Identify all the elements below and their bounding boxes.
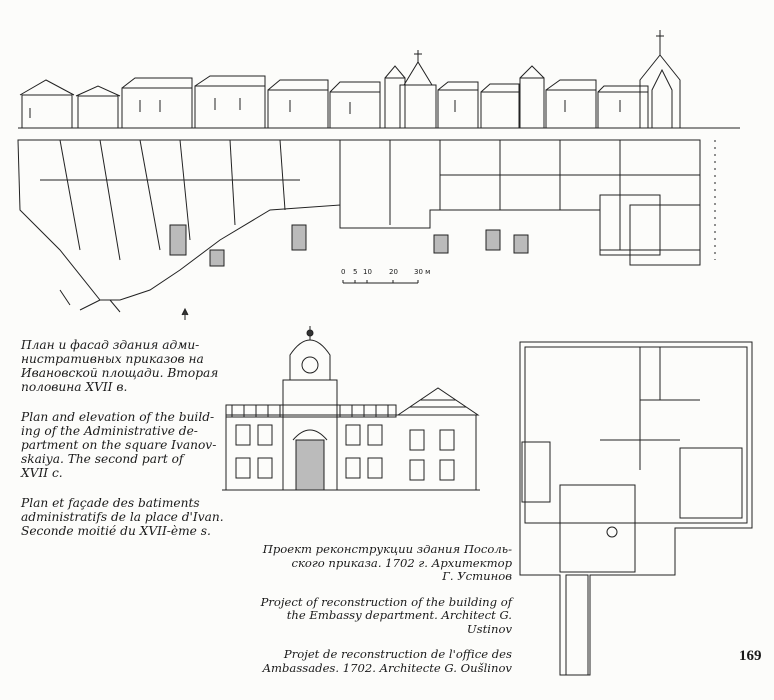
- scale-label: 20: [389, 268, 398, 276]
- caption-line: Plan and elevation of the build-: [21, 410, 215, 424]
- scale-bar: 0 5 10 20 30 м: [340, 268, 440, 288]
- north-arrow-icon: [181, 307, 189, 320]
- caption-line: administratifs de la place d'Ivan.: [21, 510, 224, 524]
- facade-drawing: [222, 326, 480, 491]
- caption-line: нистративных приказов на: [21, 352, 204, 366]
- caption-line: Ustinov: [466, 621, 512, 636]
- caption-line: Ambassades. 1702. Architecte G. Oušlinov: [262, 660, 512, 675]
- caption-line: skaiya. The second part of: [21, 452, 184, 466]
- page-number: 169: [739, 648, 762, 664]
- caption-line: Ивановской площади. Вторая: [21, 366, 219, 380]
- scale-label: 5: [353, 268, 358, 276]
- scale-label: 30 м: [414, 268, 431, 276]
- caption-line: Г. Устинов: [442, 569, 512, 583]
- caption-line: Projet de reconstruction de l'office des: [283, 647, 512, 661]
- caption-russian: Проект реконструкции здания Посоль- ског…: [220, 542, 512, 584]
- building-plan-drawing: [17, 139, 716, 320]
- caption-line: partment on the square Ivanov-: [21, 438, 217, 452]
- caption-line: the Embassy department. Architect G.: [286, 608, 512, 622]
- figure2-caption: Проект реконструкции здания Посоль- ског…: [220, 542, 512, 687]
- caption-french: Plan et façade des batiments administrat…: [21, 496, 231, 538]
- figure1-caption: План и фасад здания адми- нистративных п…: [21, 338, 231, 554]
- caption-line: XVII c.: [21, 466, 63, 480]
- caption-line: ing of the Administrative de-: [21, 424, 198, 438]
- caption-line: Проект реконструкции здания Посоль-: [262, 542, 512, 556]
- scale-label: 0: [341, 268, 346, 276]
- caption-line: Project of reconstruction of the buildin…: [260, 594, 512, 609]
- caption-french: Projet de reconstruction de l'office des…: [220, 647, 512, 675]
- caption-line: План и фасад здания адми-: [21, 338, 200, 352]
- caption-english: Project of reconstruction of the buildin…: [220, 594, 512, 637]
- caption-line: Plan et façade des batiments: [21, 496, 200, 510]
- caption-line: Seconde moitié du XVII-ème s.: [21, 524, 211, 538]
- caption-english: Plan and elevation of the build- ing of …: [21, 410, 231, 480]
- caption-russian: План и фасад здания адми- нистративных п…: [21, 338, 231, 394]
- caption-line: ского приказа. 1702 г. Архитектор: [291, 555, 512, 570]
- building-elevation-drawing: [18, 30, 740, 129]
- scale-label: 10: [363, 268, 372, 276]
- caption-line: половина XVII в.: [21, 380, 128, 394]
